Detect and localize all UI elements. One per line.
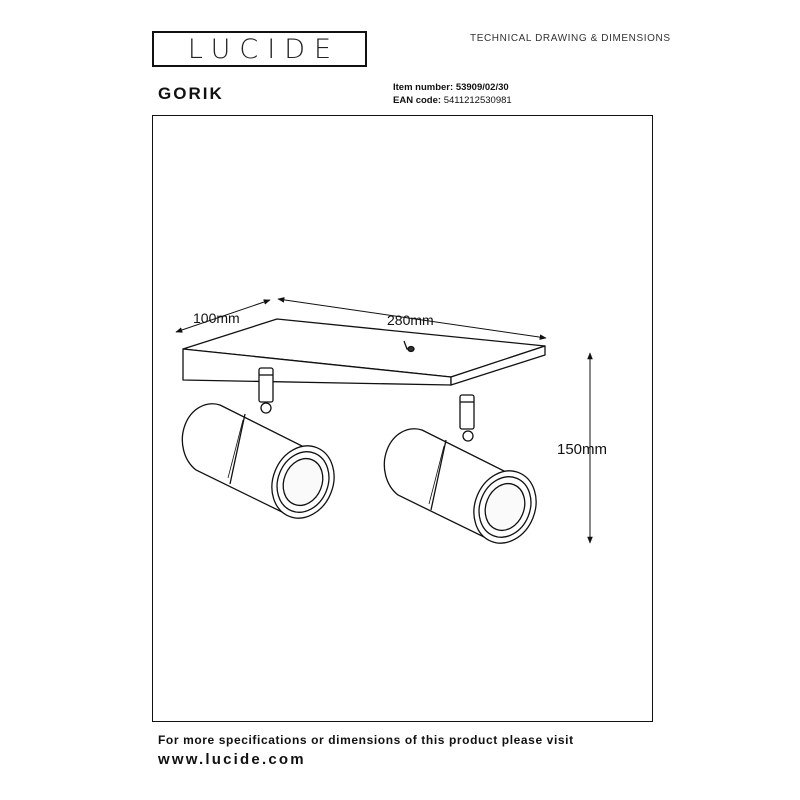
- item-number-value: 53909/02/30: [455, 82, 509, 93]
- footer-website-link[interactable]: www.lucide.com: [158, 751, 306, 768]
- dimension-depth: 100mm: [175, 299, 271, 333]
- drawing-frame: [152, 115, 653, 722]
- product-name: GORIK: [158, 84, 224, 103]
- dimension-length: 280mm: [277, 297, 547, 340]
- ean-label: EAN code:: [393, 94, 442, 106]
- dimension-height: 150mm: [557, 352, 607, 544]
- ean-row: EAN code: 5411212530981: [393, 95, 512, 108]
- dimension-length-label: 280mm: [387, 312, 434, 328]
- item-number-label: Item number:: [393, 82, 454, 93]
- brand-logo-text: LUCIDE: [187, 33, 341, 65]
- dimension-depth-label: 100mm: [193, 310, 240, 326]
- ean-value: 5411212530981: [443, 94, 512, 106]
- dimension-height-label: 150mm: [557, 441, 607, 458]
- product-meta: Item number: 53909/02/30 EAN code: 54112…: [393, 82, 512, 107]
- document-type: TECHNICAL DRAWING & DIMENSIONS: [470, 33, 671, 44]
- item-number-row: Item number: 53909/02/30: [393, 82, 512, 95]
- spotlight-right: [383, 394, 537, 544]
- brand-logo: LUCIDE: [152, 31, 367, 67]
- mounting-plate: [182, 318, 546, 386]
- spotlight-left: [181, 367, 335, 519]
- footer-info-text: For more specifications or dimensions of…: [158, 733, 574, 747]
